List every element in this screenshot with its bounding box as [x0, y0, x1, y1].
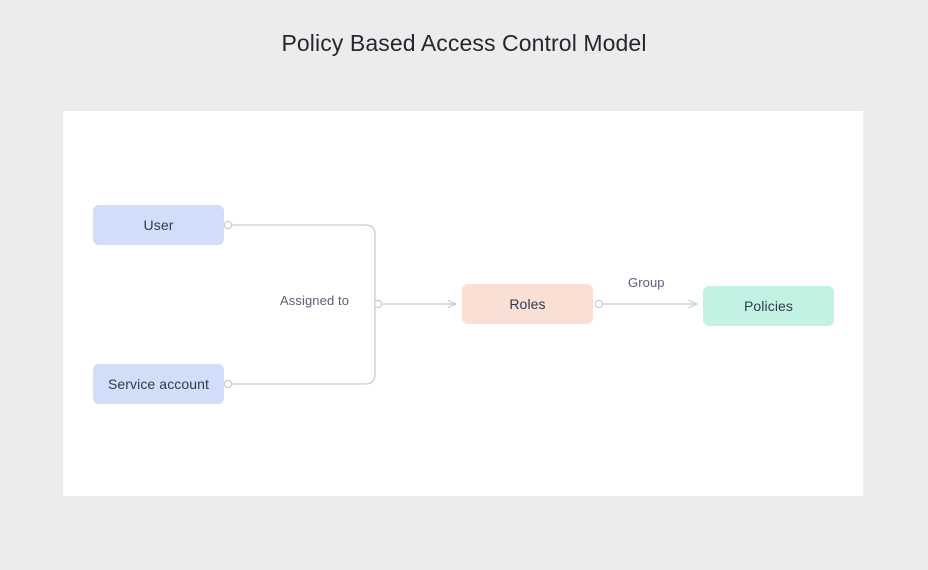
node-user[interactable]: User — [93, 205, 224, 245]
connector-dot-roles-out — [594, 299, 604, 309]
node-roles-label: Roles — [509, 296, 546, 312]
node-policies[interactable]: Policies — [703, 286, 834, 326]
connector-dot-bus-out — [373, 299, 383, 309]
page-title: Policy Based Access Control Model — [281, 30, 647, 56]
node-roles[interactable]: Roles — [462, 284, 593, 324]
edge-user-to-bus — [227, 224, 376, 296]
edge-label-assigned-to: Assigned to — [276, 292, 354, 309]
edge-label-group: Group — [624, 274, 669, 291]
connector-dot-service-account — [223, 379, 233, 389]
node-policies-label: Policies — [743, 298, 794, 314]
diagram-canvas: User Service account Roles Policies Assi… — [63, 111, 863, 496]
connector-dot-user — [223, 220, 233, 230]
node-service-account-label: Service account — [107, 376, 210, 392]
node-service-account[interactable]: Service account — [93, 364, 224, 404]
node-user-label: User — [143, 217, 174, 233]
